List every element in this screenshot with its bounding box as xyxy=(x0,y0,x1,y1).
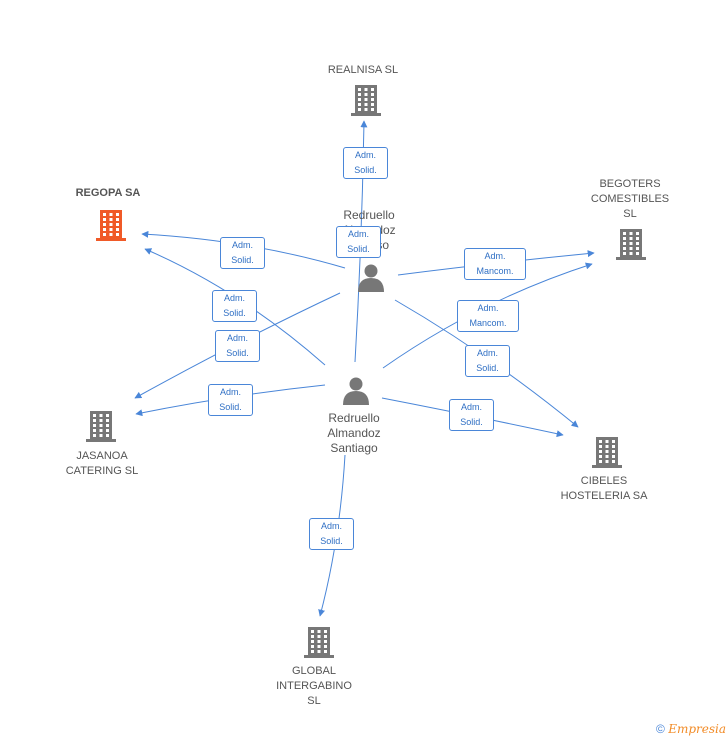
node-label-global[interactable]: GLOBAL INTERGABINO SL xyxy=(276,665,352,707)
edge-label-regopa-alfonso: Adm. Solid. xyxy=(212,290,257,322)
person-icon-santiago[interactable] xyxy=(343,377,369,406)
copyright-icon: © xyxy=(656,722,665,736)
edge-label-regopa-santiago: Adm. Solid. xyxy=(220,237,265,269)
brand-logo: Empresia xyxy=(668,722,726,736)
edge-label-cibeles-santiago: Adm. Solid. xyxy=(449,399,494,431)
node-label-jasanoa[interactable]: JASANOA CATERING SL xyxy=(65,450,139,477)
building-icon-cibeles[interactable] xyxy=(592,437,622,468)
edge-label-realnisa: Adm. Solid. xyxy=(343,147,388,179)
edge-label-global: Adm. Solid. xyxy=(309,518,354,550)
edge-label-jasanoa-santiago: Adm. Solid. xyxy=(208,384,253,416)
edge-label-alfonso-regopa: Adm. Solid. xyxy=(336,226,381,258)
edge-label-cibeles-alfonso: Adm. Solid. xyxy=(465,345,510,377)
edge-label-begoters-alfonso: Adm. Mancom. xyxy=(464,248,526,280)
node-label-begoters[interactable]: BEGOTERS COMESTIBLES SL xyxy=(590,178,670,220)
footer-brand[interactable]: © Empresia xyxy=(656,722,726,736)
building-icon-global[interactable] xyxy=(304,627,334,658)
person-label-santiago[interactable]: Redruello Almandoz Santiago xyxy=(327,411,381,455)
node-label-realnisa[interactable]: REALNISA SL xyxy=(327,64,399,76)
node-label-regopa[interactable]: REGOPA SA xyxy=(75,187,141,199)
edge-label-begoters-santiago: Adm. Mancom. xyxy=(457,300,519,332)
person-icon-alfonso[interactable] xyxy=(358,264,384,293)
building-icon-jasanoa[interactable] xyxy=(86,411,116,442)
building-icon-begoters[interactable] xyxy=(616,229,646,260)
edge-label-jasanoa-alfonso: Adm. Solid. xyxy=(215,330,260,362)
building-icon-realnisa[interactable] xyxy=(351,85,381,116)
node-label-cibeles[interactable]: CIBELES HOSTELERIA SA xyxy=(560,475,648,502)
building-icon-regopa[interactable] xyxy=(96,210,126,241)
